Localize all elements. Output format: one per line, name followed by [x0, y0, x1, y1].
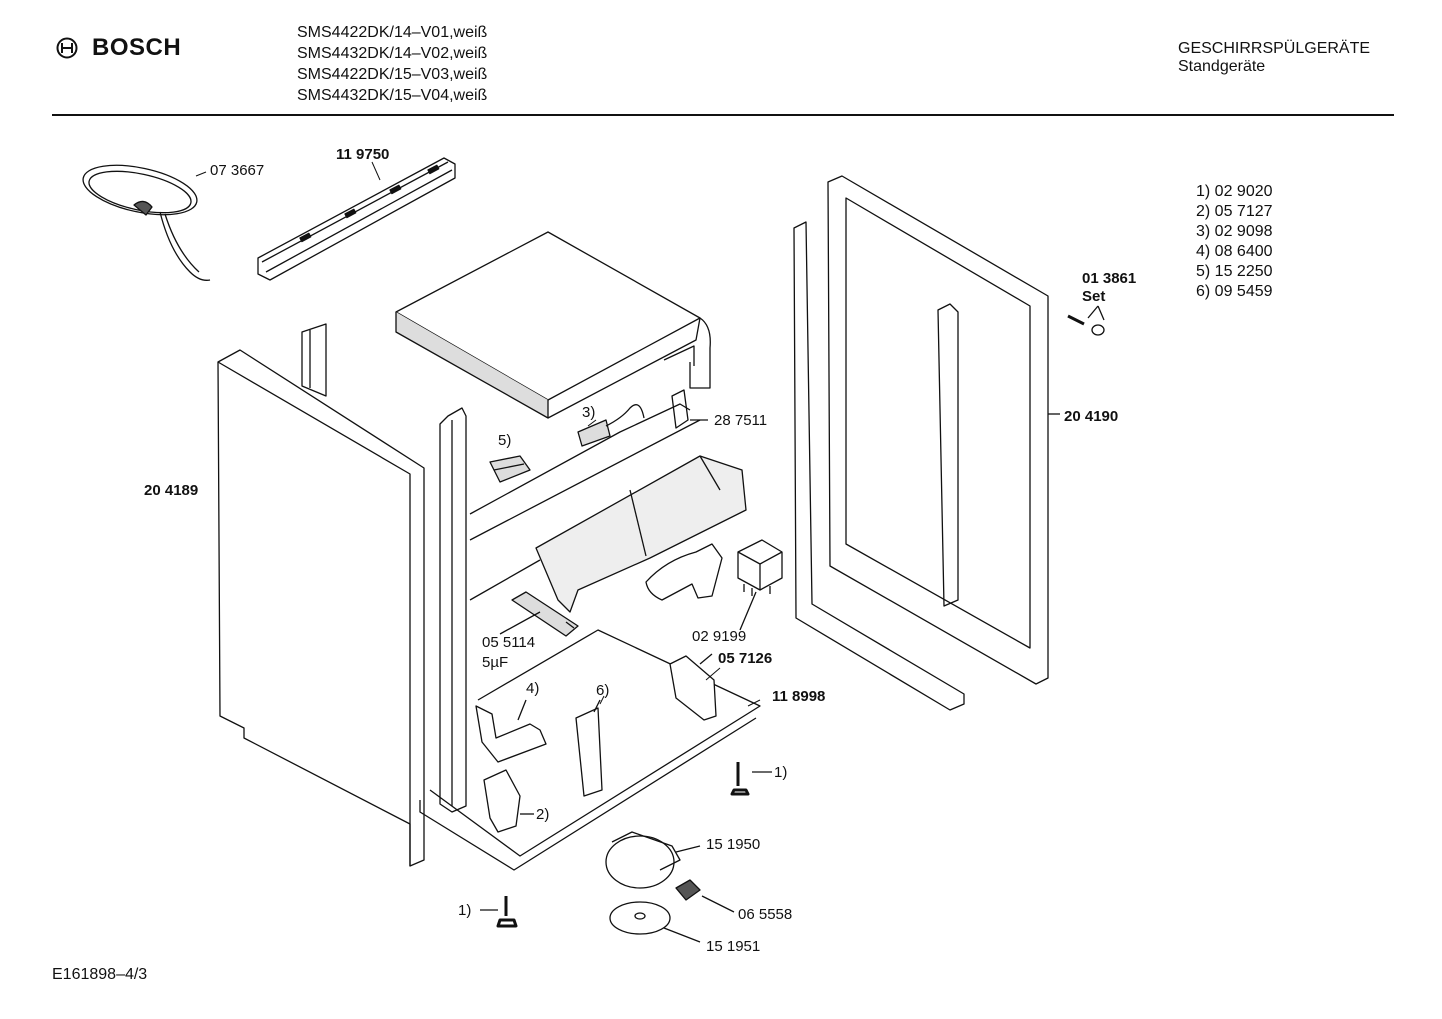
label-right-panel: 20 4190	[1064, 408, 1119, 425]
tub-housing-drawing	[419, 403, 761, 871]
legend-item: 3) 02 9098	[1196, 223, 1273, 240]
screw-set-drawing	[1067, 305, 1105, 336]
hose-connector-drawing	[645, 543, 723, 601]
legend-item: 2) 05 7127	[1196, 203, 1273, 220]
label-ref-4: 4)	[526, 680, 540, 697]
label-cable: 07 3667	[210, 162, 265, 179]
category-block: GESCHIRRSPÜLGERÄTE Standgeräte	[1178, 40, 1370, 76]
relay-drawing	[737, 539, 783, 631]
label-ref-5: 5)	[498, 432, 512, 449]
header-divider	[52, 114, 1394, 116]
label-capacitor-number: 05 5114	[482, 634, 536, 651]
worktop-drawing	[395, 231, 711, 419]
top-rail-drawing	[257, 157, 456, 281]
label-ref-6: 6)	[596, 682, 610, 699]
model-line: SMS4422DK/15–V03,weiß	[297, 66, 488, 83]
part-6-drawing	[575, 699, 603, 797]
label-bracket: 28 7511	[714, 412, 768, 429]
left-frame-strip-drawing	[301, 323, 467, 813]
foot-drawing-right	[730, 762, 772, 796]
label-hub: 15 1950	[706, 836, 761, 853]
part-2-drawing	[483, 769, 534, 833]
brand-name: BOSCH	[92, 34, 182, 61]
legend-item: 5) 15 2250	[1196, 263, 1273, 280]
part-4-drawing	[475, 699, 547, 763]
label-clip: 06 5558	[738, 906, 793, 923]
label-capacitor-value: 5µF	[482, 654, 509, 671]
leader-lines	[195, 161, 761, 707]
label-base: 11 8998	[772, 688, 826, 705]
bosch-logo-icon	[56, 37, 78, 59]
label-disc: 15 1951	[706, 938, 761, 955]
part-5-drawing	[489, 455, 531, 483]
foot-drawing-left	[480, 896, 518, 928]
model-line: SMS4432DK/15–V04,weiß	[297, 87, 488, 104]
bracket-drawing	[577, 389, 708, 447]
disc-drawing	[609, 901, 701, 943]
clip-drawing	[675, 879, 735, 913]
label-ref-1-left: 1)	[458, 902, 472, 919]
legend-item: 6) 09 5459	[1196, 283, 1273, 300]
model-line: SMS4422DK/14–V01,weiß	[297, 24, 488, 41]
power-cable-drawing	[82, 164, 211, 281]
duct-assembly-drawing	[535, 455, 747, 613]
brand-header: BOSCH	[56, 34, 181, 62]
label-ref-1-right: 1)	[774, 764, 788, 781]
capacitor-drawing	[499, 591, 579, 637]
right-frame-drawing	[793, 175, 1060, 711]
label-rail: 11 9750	[336, 146, 390, 163]
legend-item: 1) 02 9020	[1196, 183, 1273, 200]
label-mount: 05 7126	[718, 650, 773, 667]
model-list: SMS4422DK/14–V01,weiß SMS4432DK/14–V02,w…	[297, 22, 487, 106]
label-screw-set-word: Set	[1082, 288, 1106, 305]
category-title: GESCHIRRSPÜLGERÄTE	[1178, 40, 1371, 57]
mount-bracket-drawing	[669, 653, 717, 721]
left-side-panel-drawing	[217, 349, 425, 867]
model-line: SMS4432DK/14–V02,weiß	[297, 45, 488, 62]
label-left-panel: 20 4189	[144, 482, 199, 499]
pump-hub-drawing	[605, 831, 701, 889]
label-screw-set-number: 01 3861	[1082, 270, 1137, 287]
legend-item: 4) 08 6400	[1196, 243, 1273, 260]
label-ref-2: 2)	[536, 806, 550, 823]
parts-legend: 1) 02 9020 2) 05 7127 3) 02 9098 4) 08 6…	[1196, 182, 1273, 302]
label-ref-3: 3)	[582, 404, 596, 421]
document-code: E161898–4/3	[52, 966, 148, 983]
category-subtitle: Standgeräte	[1178, 58, 1266, 75]
label-relay: 02 9199	[692, 628, 747, 645]
